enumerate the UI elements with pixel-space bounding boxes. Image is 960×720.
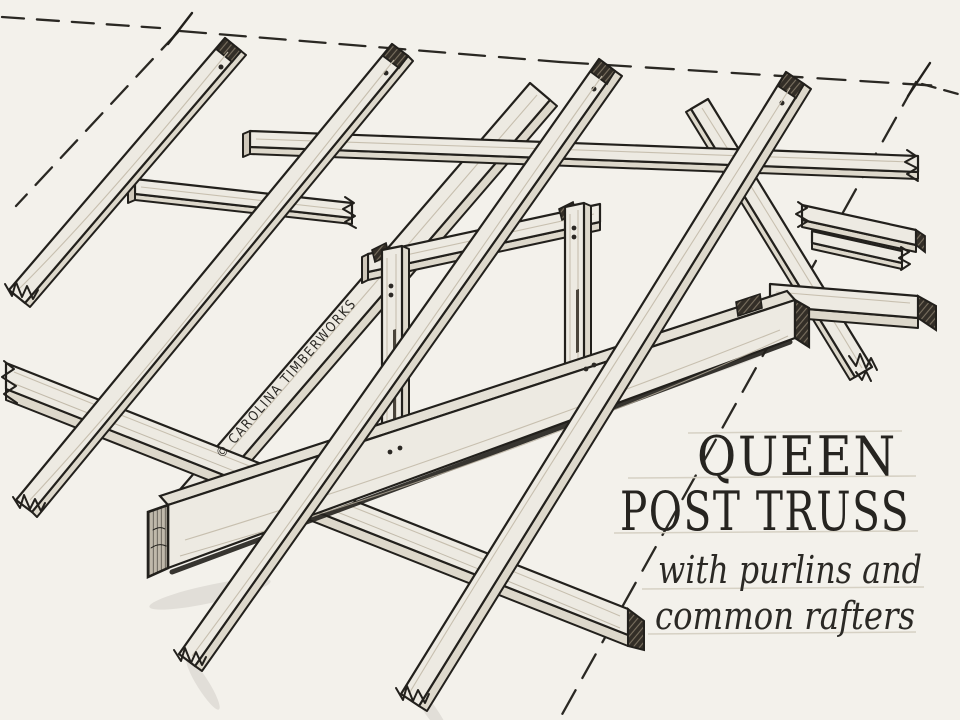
break-mark-rafter-2 <box>12 494 46 512</box>
tick-mark-left <box>166 11 194 46</box>
tie-beam-end-grain-right <box>793 298 811 350</box>
rafter-top-end-grain <box>776 70 806 100</box>
common-rafter-1 <box>4 36 247 308</box>
ridge-line-ext-right <box>920 82 960 96</box>
peg-hole <box>388 292 394 298</box>
peg-hole <box>388 283 394 289</box>
rafter-top-end-grain <box>214 36 243 64</box>
peg-hole <box>397 445 403 451</box>
gable-line-left <box>14 30 180 208</box>
peg-hole <box>571 225 577 231</box>
break-mark <box>898 246 911 271</box>
principal-rafter-left <box>163 81 558 531</box>
pencil-guidelines <box>613 430 925 635</box>
common-rafter-2 <box>12 42 414 518</box>
common-rafter-3 <box>173 57 623 672</box>
ridge-line-b <box>558 60 942 88</box>
purlin-middle-left <box>127 177 357 229</box>
break-mark-rafter-3 <box>173 647 207 666</box>
peg-hole <box>218 64 224 70</box>
peg-hole <box>591 86 597 92</box>
purlin-side-stub-lower <box>810 229 911 271</box>
end-grain-rings <box>150 527 167 549</box>
seat-block-hatch <box>735 292 763 318</box>
ridge-line-a <box>178 29 562 64</box>
rafter-top-end-grain <box>381 42 410 70</box>
peg-hole <box>583 366 589 372</box>
queen-post-right <box>558 200 592 379</box>
peg-hole <box>571 234 577 240</box>
break-mark-purlin-upper <box>904 149 919 182</box>
break-mark <box>795 201 809 228</box>
subtitle-line-2: common rafters <box>655 594 915 638</box>
title-line-2: POST TRUSS <box>620 480 910 543</box>
common-rafter-4 <box>395 70 812 712</box>
break-mark-rafter-4 <box>395 685 430 704</box>
break-mark-purlin-lower <box>1 360 18 404</box>
purlin-side-stub-upper <box>795 201 926 254</box>
subtitle-line-1: with purlins and <box>658 548 922 592</box>
break-mark-principal-right <box>848 353 878 371</box>
tie-beam-end-grain-left <box>146 503 170 580</box>
post-right-mortise-slot <box>576 289 579 353</box>
rafter-top-end-grain <box>589 57 617 86</box>
title-line-1: QUEEN <box>697 425 897 488</box>
peg-hole <box>591 362 597 368</box>
end-grain <box>915 228 926 254</box>
peg-hole <box>387 449 393 455</box>
break-mark-purlin-middle <box>342 196 357 229</box>
break-mark-rafter-1 <box>4 281 39 300</box>
ridge-line-ext-left <box>0 15 162 30</box>
end-grain <box>917 294 937 332</box>
tick-mark-right <box>906 61 932 98</box>
break-mark-principal-right-2 <box>855 370 872 382</box>
end-grain <box>627 607 645 652</box>
